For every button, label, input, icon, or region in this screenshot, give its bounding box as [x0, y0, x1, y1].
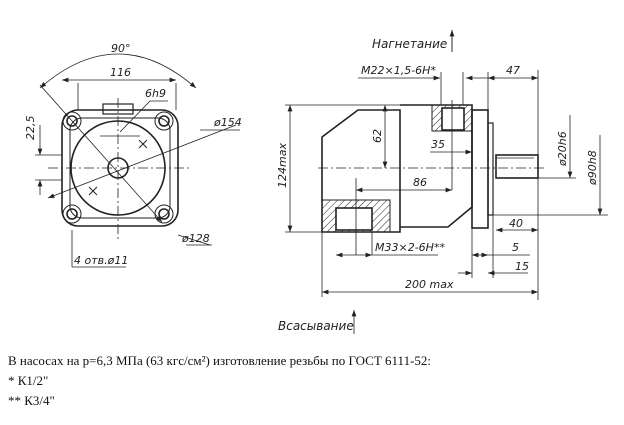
mounting-holes	[62, 111, 174, 224]
dim-35: 35	[431, 138, 445, 151]
dim-40: 40	[509, 217, 523, 230]
dim-62: 62	[371, 129, 384, 143]
outer-dia-dim: ø154	[213, 116, 242, 129]
offset-dim: 22,5	[24, 116, 37, 141]
shaft	[495, 154, 539, 179]
dim-86: 86	[413, 176, 427, 189]
side-view	[285, 30, 608, 334]
length-dim: 200 max	[405, 278, 454, 291]
height-dim: 124max	[276, 143, 289, 188]
bolt-circle-dim: ø128	[181, 232, 210, 245]
suction-label: Всасывание	[278, 319, 354, 333]
angle-dim: 90°	[111, 42, 131, 55]
flange	[471, 109, 489, 229]
pressure-thread-dim: M22×1,5-6H*	[361, 64, 436, 77]
shaft-dia-dim: ø20h6	[556, 131, 569, 167]
key-dim: 6h9	[145, 87, 166, 100]
note-pressure-port: * К1/2"	[8, 373, 49, 388]
holes-dim: 4 отв.ø11	[74, 254, 128, 267]
note-suction-port: ** К3/4"	[8, 393, 55, 408]
front-view	[35, 53, 240, 268]
suction-thread-dim: M33×2-6H**	[375, 241, 445, 254]
dim-15: 15	[515, 260, 529, 273]
pressure-label: Нагнетание	[372, 37, 447, 51]
note-thread-standard: В насосах на р=6,3 МПа (63 кгс/см²) изго…	[8, 353, 432, 368]
dim-47: 47	[506, 64, 520, 77]
pilot-dia-dim: ø90h8	[586, 150, 599, 186]
width-dim: 116	[110, 66, 131, 79]
dim-5: 5	[512, 241, 519, 254]
